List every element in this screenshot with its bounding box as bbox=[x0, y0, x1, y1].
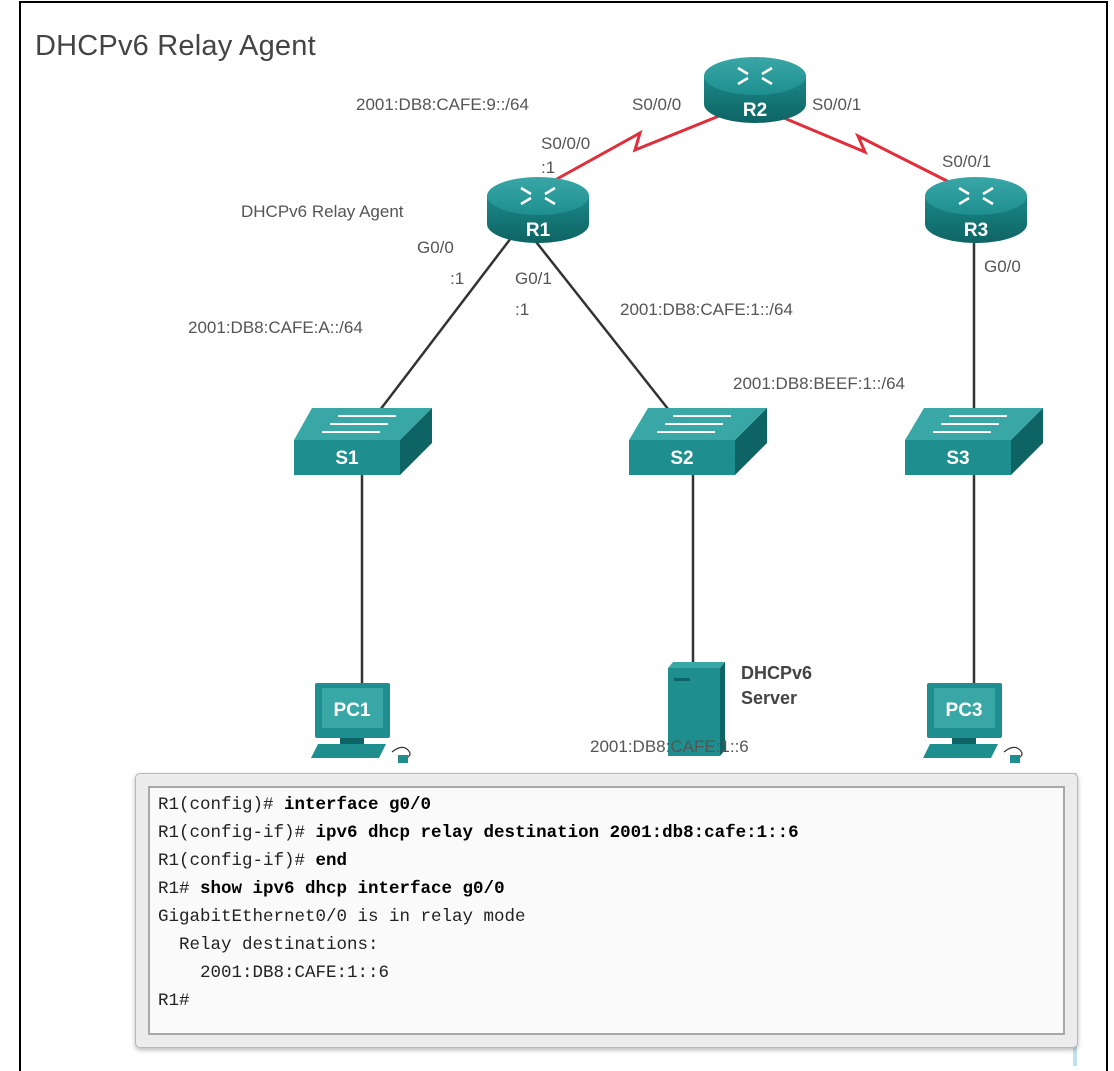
cli-command: ipv6 dhcp relay destination 2001:db8:caf… bbox=[315, 823, 799, 843]
cli-output-text: Relay destinations: bbox=[158, 935, 379, 955]
content-frame bbox=[19, 1, 1108, 1071]
server-address-label: 2001:DB8:CAFE:1::6 bbox=[590, 737, 749, 756]
network-a-label: 2001:DB8:CAFE:A::/64 bbox=[188, 318, 363, 337]
cli-output-text: GigabitEthernet0/0 is in relay mode bbox=[158, 907, 526, 927]
r1-s000-label: S0/0/0 bbox=[541, 134, 590, 153]
router-r3[interactable]: R3 bbox=[925, 177, 1027, 243]
cli-prompt: R1(config)# bbox=[158, 795, 285, 815]
topology-diagram: R2 R1 R3 S1 bbox=[188, 57, 1043, 763]
cli-command: show ipv6 dhcp interface g0/0 bbox=[200, 879, 505, 899]
cli-line: R1(config-if)# end bbox=[158, 847, 1063, 875]
cli-command: interface g0/0 bbox=[284, 795, 432, 815]
network-1-label: 2001:DB8:CAFE:1::/64 bbox=[620, 300, 793, 319]
link-r1-s1 bbox=[376, 237, 512, 415]
network-r1-r2-label: 2001:DB8:CAFE:9::/64 bbox=[356, 95, 529, 114]
r1-g00-label: G0/0 bbox=[417, 238, 454, 257]
switch-s3-label: S3 bbox=[946, 448, 969, 469]
r1-g01-host-label: :1 bbox=[515, 300, 529, 319]
cli-prompt: R1# bbox=[158, 991, 190, 1011]
pc-pc3-label: PC3 bbox=[946, 700, 983, 721]
cli-line: Relay destinations: bbox=[158, 931, 1063, 959]
r2-s000-label: S0/0/0 bbox=[632, 95, 681, 114]
router-r3-label: R3 bbox=[964, 220, 988, 241]
cli-output: R1(config)# interface g0/0 R1(config-if)… bbox=[148, 786, 1065, 1035]
cli-prompt: R1(config-if)# bbox=[158, 823, 316, 843]
pc-pc1[interactable]: PC1 bbox=[311, 683, 411, 763]
cli-prompt: R1# bbox=[158, 879, 201, 899]
cli-output-text: 2001:DB8:CAFE:1::6 bbox=[158, 963, 390, 983]
switch-s3[interactable]: S3 bbox=[905, 408, 1043, 475]
switch-s2[interactable]: S2 bbox=[629, 408, 767, 475]
router-r1[interactable]: R1 bbox=[487, 177, 589, 243]
router-r2[interactable]: R2 bbox=[704, 57, 806, 123]
cli-prompt: R1(config-if)# bbox=[158, 851, 316, 871]
router-arrows-icon bbox=[520, 186, 556, 206]
cli-panel: R1(config)# interface g0/0 R1(config-if)… bbox=[135, 773, 1078, 1048]
serial-link-r2-r3 bbox=[783, 116, 956, 187]
serial-link-r1-r2 bbox=[536, 112, 725, 192]
cli-line: R1# show ipv6 dhcp interface g0/0 bbox=[158, 875, 1063, 903]
switch-arrows-icon bbox=[933, 415, 1007, 433]
r1-g00-host-label: :1 bbox=[450, 269, 464, 288]
cli-command: end bbox=[315, 851, 348, 871]
r1-s000-host-label: :1 bbox=[541, 158, 555, 177]
switch-s1[interactable]: S1 bbox=[294, 408, 432, 475]
server-label-line2: Server bbox=[741, 688, 797, 708]
router-r1-label: R1 bbox=[526, 220, 551, 241]
switch-arrows-icon bbox=[657, 415, 731, 433]
router-arrows-icon bbox=[737, 66, 773, 86]
cli-line: R1(config)# interface g0/0 bbox=[158, 791, 1063, 819]
switch-arrows-icon bbox=[322, 415, 396, 433]
r2-s001-label: S0/0/1 bbox=[812, 95, 861, 114]
page-title: DHCPv6 Relay Agent bbox=[35, 30, 316, 62]
router-arrows-icon bbox=[958, 186, 994, 206]
dhcpv6-server[interactable]: DHCPv6 Server bbox=[668, 662, 812, 756]
server-label-line1: DHCPv6 bbox=[741, 663, 812, 683]
link-r1-s2 bbox=[532, 237, 673, 415]
cli-line: R1# bbox=[158, 987, 1063, 1015]
r3-s001-label: S0/0/1 bbox=[942, 152, 991, 171]
cli-line: GigabitEthernet0/0 is in relay mode bbox=[158, 903, 1063, 931]
router-r2-label: R2 bbox=[743, 100, 767, 121]
switch-s2-label: S2 bbox=[670, 448, 693, 469]
cli-line: R1(config-if)# ipv6 dhcp relay destinati… bbox=[158, 819, 1063, 847]
r1-g01-label: G0/1 bbox=[515, 269, 552, 288]
switch-s1-label: S1 bbox=[335, 448, 359, 469]
pc-pc1-label: PC1 bbox=[334, 700, 371, 721]
cli-line: 2001:DB8:CAFE:1::6 bbox=[158, 959, 1063, 987]
r3-g00-label: G0/0 bbox=[984, 257, 1021, 276]
network-beef-label: 2001:DB8:BEEF:1::/64 bbox=[733, 374, 905, 393]
pc-pc3[interactable]: PC3 bbox=[923, 683, 1023, 763]
r1-role-label: DHCPv6 Relay Agent bbox=[241, 202, 404, 221]
